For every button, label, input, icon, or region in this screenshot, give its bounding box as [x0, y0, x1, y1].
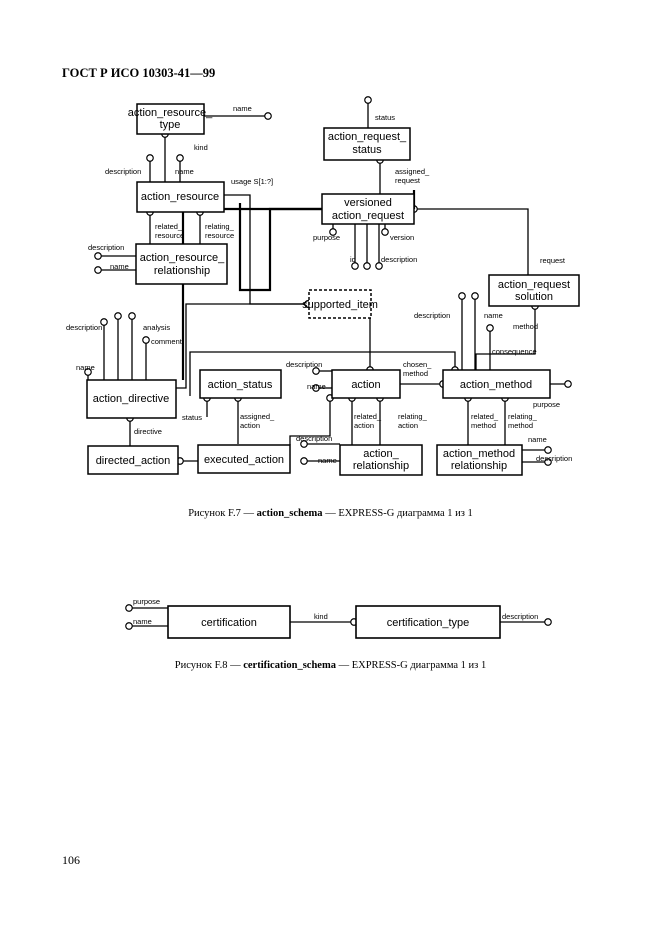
label-ar-relating-l2: resource [205, 231, 234, 240]
entity-directed-action: directed_action [96, 455, 171, 467]
f7-entity-boxes [86, 103, 580, 476]
label-am-related-l2: method [471, 421, 496, 430]
label-ars-status: status [375, 113, 395, 122]
figure-f7-caption-prefix: Рисунок F.7 — [188, 508, 255, 519]
f8-text: certification certification_type [201, 617, 469, 629]
entity-supported-item: supported_item [302, 299, 378, 311]
figure-f7-caption-suffix: — EXPRESS-G диаграмма 1 из 1 [325, 508, 473, 519]
entity-action-relationship-l2: relationship [353, 460, 409, 472]
label-amr-name: name [528, 435, 547, 444]
f7-entity-names: action_resource_ type action_resource ac… [93, 107, 570, 472]
label-as-status: status [182, 413, 202, 422]
entity-versioned-action-request-l2: action_request [332, 210, 404, 222]
label-f8-kind: kind [314, 612, 328, 621]
entity-action-directive: action_directive [93, 393, 169, 405]
label-ad-directive: directive [134, 427, 162, 436]
entity-certification: certification [201, 617, 257, 629]
label-ar-relating-l1: relating_ [205, 222, 235, 231]
label-a-chosen-l1: chosen_ [403, 360, 432, 369]
figure-f7-caption: Рисунок F.7 — action_schema — EXPRESS-G … [0, 508, 661, 519]
label-var-purpose: purpose [313, 233, 340, 242]
label-amr-description: description [536, 454, 572, 463]
label-a-related-l1: related_ [354, 412, 382, 421]
figure-f8-caption-prefix: Рисунок F.8 — [174, 660, 241, 671]
figure-f7-diagram [84, 96, 580, 476]
figure-f7-caption-schema: action_schema [256, 508, 323, 519]
label-a-relating-l2: action [398, 421, 418, 430]
f7-relationship-lines [84, 96, 572, 466]
label-var-id: id [350, 255, 356, 264]
label-f8-name: name [133, 617, 152, 626]
label-ad-comment: comment [151, 337, 183, 346]
entity-action-resource-type-l1: action_resource_ [128, 107, 213, 119]
label-arr-name: name [110, 262, 129, 271]
label-art-name: name [233, 104, 252, 113]
entity-action-request-solution-l1: action_request [498, 279, 570, 291]
entity-action-resource-relationship-l2: relationship [154, 265, 210, 277]
entity-action-request-status-l1: action_request_ [328, 131, 407, 143]
label-ar-name: name [175, 167, 194, 176]
entity-action-method-relationship-l2: relationship [451, 460, 507, 472]
label-ad-name: name [76, 363, 95, 372]
label-am-relating-l1: relating_ [508, 412, 538, 421]
entity-action-method: action_method [460, 379, 532, 391]
entity-action-method-relationship-l1: action_method [443, 448, 515, 460]
label-var-assigned-l2: request [395, 176, 421, 185]
label-am-consequence: consequence [492, 347, 537, 356]
label-a-name: name [307, 382, 326, 391]
label-as-assigned-l1: assigned_ [240, 412, 275, 421]
label-a-description: description [286, 360, 322, 369]
label-am-related-l1: related_ [471, 412, 499, 421]
entity-action-resource-relationship-l1: action_resource_ [140, 252, 225, 264]
label-am-relating-l2: method [508, 421, 533, 430]
entity-action-relationship-l1: action_ [363, 448, 399, 460]
entity-action-request-solution-l2: solution [515, 291, 553, 303]
label-ar-related-l1: related_ [155, 222, 183, 231]
figure-f8-caption-schema: certification_schema [243, 660, 336, 671]
entity-action-status: action_status [208, 379, 273, 391]
label-f8-description: description [502, 612, 538, 621]
page-number: 106 [62, 853, 80, 867]
label-a-relating-l1: relating_ [398, 412, 428, 421]
f7-attribute-labels: name kind description name usage S[1:?] … [66, 104, 572, 465]
label-ars2-request: request [540, 256, 566, 265]
label-arel-description: description [296, 434, 332, 443]
label-a-related-l2: action [354, 421, 374, 430]
label-ar-kind: kind [194, 143, 208, 152]
label-am-method: method [513, 322, 538, 331]
figure-f8-diagram [125, 604, 552, 639]
label-var-assigned-l1: assigned_ [395, 167, 430, 176]
document-header: ГОСТ Р ИСО 10303-41—99 [62, 66, 216, 80]
entity-action-resource-type-l2: type [160, 119, 181, 131]
entity-action: action [351, 379, 380, 391]
entity-versioned-action-request-l1: versioned [344, 197, 392, 209]
figure-f8-caption: Рисунок F.8 — certification_schema — EXP… [0, 660, 661, 671]
label-ar-related-l2: resource [155, 231, 184, 240]
label-ar-usage: usage S[1:?] [231, 177, 273, 186]
label-as-assigned-l2: action [240, 421, 260, 430]
figure-f8-caption-suffix: — EXPRESS-G диаграмма 1 из 1 [338, 660, 487, 671]
entity-executed-action: executed_action [204, 454, 284, 466]
label-arel-name: name [318, 456, 337, 465]
label-f8-purpose: purpose [133, 597, 160, 606]
label-am-name: name [484, 311, 503, 320]
label-am-description: description [414, 311, 450, 320]
entity-action-resource: action_resource [141, 191, 219, 203]
entity-action-request-status-l2: status [352, 144, 382, 156]
label-var-description: description [381, 255, 417, 264]
label-arr-description: description [88, 243, 124, 252]
label-am-purpose: purpose [533, 400, 560, 409]
f8-labels: purpose name kind description [133, 597, 538, 626]
label-ad-description: description [66, 323, 102, 332]
label-a-chosen-l2: method [403, 369, 428, 378]
label-var-version: version [390, 233, 414, 242]
label-ad-analysis: analysis [143, 323, 170, 332]
label-ar-description: description [105, 167, 141, 176]
entity-certification-type: certification_type [387, 617, 470, 629]
